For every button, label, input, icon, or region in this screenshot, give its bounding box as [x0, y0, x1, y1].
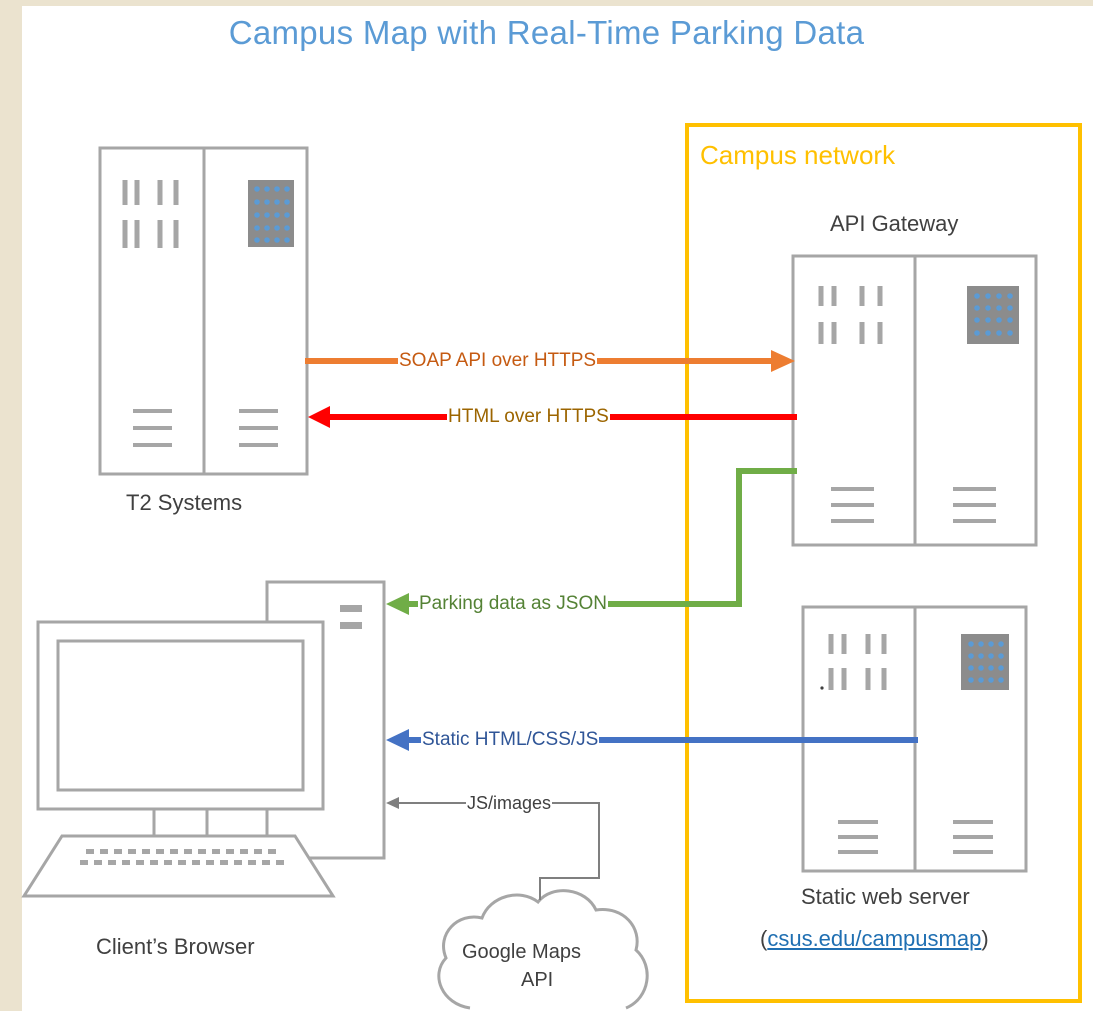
js-connection-line [398, 802, 600, 900]
static-connection-label: Static HTML/CSS/JS [421, 729, 600, 751]
static-web-server-label: Static web server [801, 884, 970, 909]
api-gateway-label: API Gateway [830, 211, 959, 236]
parking-arrowhead [386, 593, 409, 615]
soap-arrowhead [771, 350, 795, 372]
parking-connection-line [405, 468, 797, 607]
campusmap-link[interactable]: csus.edu/campusmap [767, 926, 982, 951]
google-maps-label-line1: Google Maps [462, 941, 581, 963]
google-maps-label-line2: API [521, 969, 554, 991]
url-open-paren: ( [760, 926, 768, 951]
diagram-title: Campus Map with Real-Time Parking Data [228, 14, 865, 51]
client-browser-label: Client’s Browser [96, 934, 255, 959]
static-web-server-url-line: (csus.edu/campusmap) [760, 926, 989, 952]
soap-connection-label: SOAP API over HTTPS [398, 350, 598, 372]
client-computer-icon [21, 580, 386, 898]
t2-server-icon [98, 146, 309, 476]
static-arrowhead [386, 729, 409, 751]
html-connection-label: HTML over HTTPS [447, 406, 610, 428]
html-arrowhead [308, 406, 330, 428]
api-gateway-server-icon [791, 254, 1038, 547]
google-maps-cloud-icon [437, 889, 649, 1010]
url-close-paren: ) [981, 926, 989, 951]
campus-network-label: Campus network [700, 140, 896, 170]
t2-systems-label: T2 Systems [126, 490, 243, 515]
js-arrowhead [386, 797, 399, 809]
js-connection-label: JS/images [466, 792, 553, 814]
campus-network-boundary [685, 123, 1082, 1003]
parking-connection-label: Parking data as JSON [418, 593, 608, 615]
